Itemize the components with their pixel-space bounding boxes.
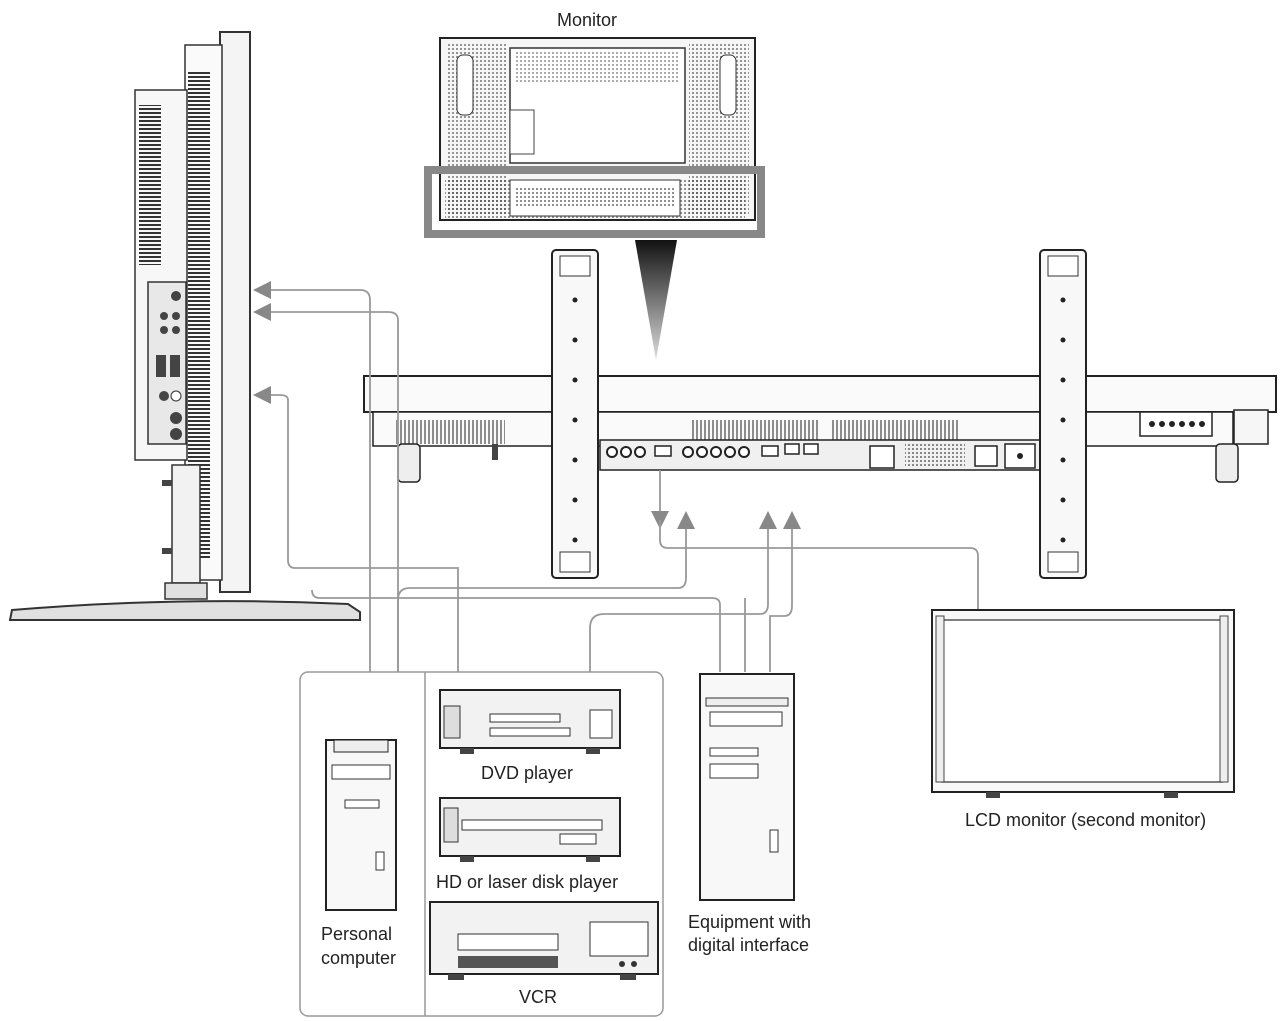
monitor-rear-view	[424, 37, 765, 238]
lcd-second-monitor	[931, 609, 1235, 798]
hd-player-label: HD or laser disk player	[436, 872, 619, 892]
laser-disk-player-device	[439, 797, 621, 862]
personal-computer-label-line1: Personal	[321, 924, 393, 944]
dvd-player-label: DVD player	[481, 763, 574, 783]
digital-equipment-label-line1: Equipment with	[688, 912, 812, 932]
vcr-label: VCR	[519, 987, 558, 1007]
digital-equipment-tower	[699, 673, 795, 901]
digital-equipment-label-line2: digital interface	[688, 935, 810, 955]
personal-computer-tower	[325, 739, 397, 911]
device-group-box	[299, 671, 664, 1017]
connection-lines	[253, 281, 979, 672]
vcr-device	[429, 901, 659, 980]
monitor-bottom-panel	[363, 375, 1277, 483]
dvd-player-device	[439, 689, 621, 754]
stand-post-right	[1039, 249, 1087, 579]
lcd-monitor-label: LCD monitor (second monitor)	[965, 810, 1207, 830]
monitor-label: Monitor	[557, 10, 618, 30]
zoom-pointer	[635, 240, 677, 360]
side-monitor	[8, 31, 361, 621]
stand-post-left	[551, 249, 599, 579]
personal-computer-label-line2: computer	[321, 948, 397, 968]
